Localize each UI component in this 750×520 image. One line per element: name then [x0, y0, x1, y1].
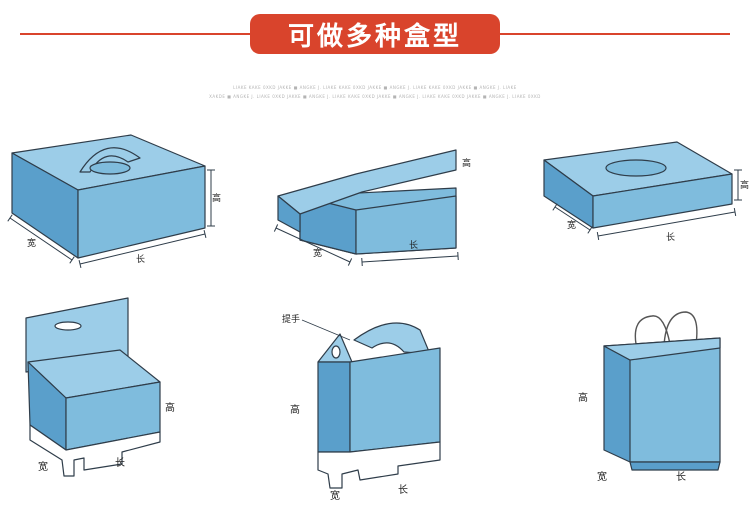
mailer-box	[277, 149, 457, 255]
title-line-left	[20, 33, 252, 35]
box3-width-label: 宽	[567, 219, 576, 231]
handle	[353, 322, 431, 355]
box5-height-label: 高	[290, 403, 300, 416]
title-line-right	[498, 33, 730, 35]
shopping-bag	[603, 311, 721, 471]
gable-box	[317, 322, 441, 489]
watermark-line-1: LIAKE KAKE 0XKD JAKKE ■ ANGKE J. LIAKE K…	[233, 85, 517, 90]
box6-length-label: 长	[676, 471, 686, 483]
box2-width-label: 宽	[313, 247, 322, 259]
box5-length-label: 长	[398, 484, 408, 496]
box6-width-label: 宽	[597, 470, 607, 483]
box2-length-label: 长	[409, 239, 418, 251]
box3-height-label: 高	[740, 179, 749, 191]
page-title: 可做多种盒型	[250, 14, 500, 54]
display-stand	[29, 424, 161, 477]
box1-width-label: 宽	[27, 237, 36, 249]
display-stand	[317, 441, 441, 489]
box2-height-label: 高	[462, 157, 471, 169]
tissue-opening	[605, 159, 667, 177]
bag-handle-front	[663, 311, 698, 347]
box6-height-label: 高	[578, 391, 588, 404]
watermark-line-2: XAKDE ■ ANGKE J. LIAKE 0XKD JAKKE ■ ANGK…	[209, 94, 541, 99]
handle-label: 提手	[282, 313, 300, 325]
handle-cutout	[79, 147, 141, 173]
box5-width-label: 宽	[330, 489, 340, 502]
box4-length-label: 长	[115, 457, 125, 469]
box1-length-label: 长	[136, 253, 145, 265]
box4-height-label: 高	[165, 401, 175, 414]
tissue-box	[543, 141, 733, 229]
box4-width-label: 宽	[38, 460, 48, 473]
hang-tab-box	[25, 297, 161, 477]
box1-height-label: 高	[212, 192, 221, 204]
box3-length-label: 长	[666, 231, 675, 243]
